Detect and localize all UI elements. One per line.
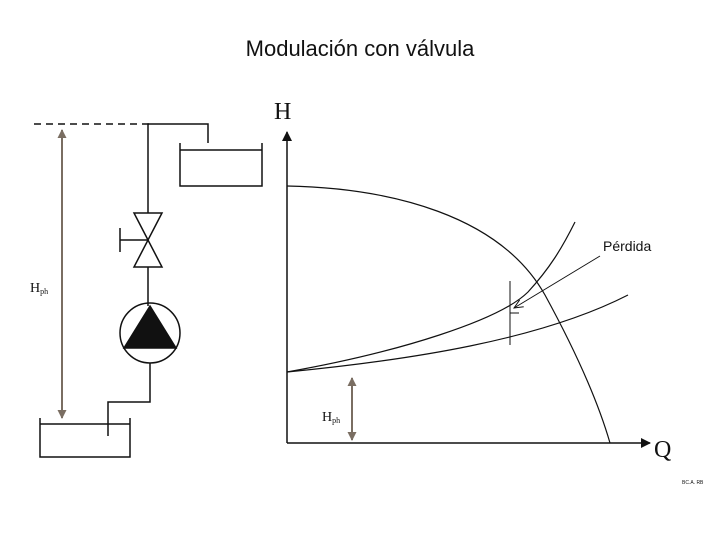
hq-axes [282, 131, 651, 448]
installation-schematic [34, 123, 263, 458]
hph-label-left: Hph [30, 281, 48, 296]
pump-curve [286, 185, 611, 444]
suction-pipe [107, 363, 151, 436]
hph-label-diagram: Hph [322, 410, 340, 425]
discharge-pipe [147, 123, 209, 213]
axis-h-label: H [274, 99, 291, 125]
valve-icon [119, 212, 164, 268]
system-curve [286, 294, 629, 373]
loss-pointer-arrow [514, 255, 601, 308]
upper-tank [179, 143, 263, 187]
throttled-system-curve [286, 221, 576, 373]
credit-text: BC.A. RB [682, 480, 704, 486]
diagram-title: Modulación con válvula [245, 36, 475, 61]
axis-q-label: Q [654, 437, 671, 463]
pump-icon [119, 302, 181, 364]
loss-label: Pérdida [603, 238, 651, 254]
lower-tank [39, 418, 131, 458]
